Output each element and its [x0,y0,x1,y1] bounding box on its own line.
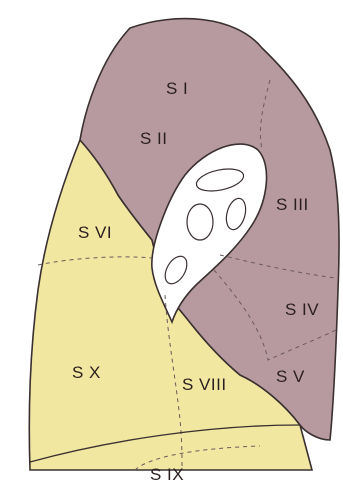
label-s1: S I [166,79,188,98]
vessel-opening-middle [187,204,213,240]
label-s6: S VI [78,223,112,242]
label-s2: S II [140,129,168,148]
label-s9: S IX [150,465,184,482]
label-s4: S IV [285,300,319,319]
label-s3: S III [276,195,309,214]
label-s5: S V [276,367,305,386]
label-s10: S X [72,363,101,382]
label-s8: S VIII [182,375,227,394]
